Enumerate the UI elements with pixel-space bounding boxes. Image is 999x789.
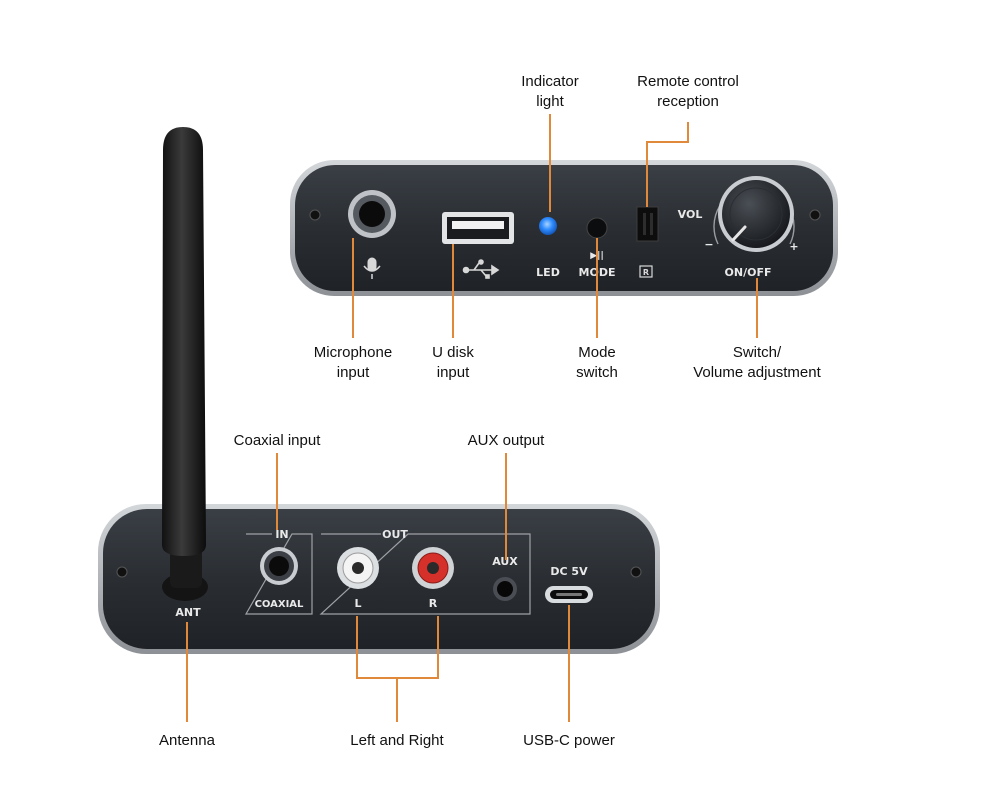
aux-label: AUX [492,555,518,568]
callout-antenna: Antenna [159,732,215,749]
callout-remote-control: Remote control reception [637,73,739,110]
dc-label: DC 5V [550,565,588,578]
l-label: L [354,597,361,610]
callout-mode-switch: Mode switch [576,344,618,381]
svg-text:R: R [643,268,649,277]
onoff-label: ON/OFF [725,266,772,279]
vol-plus: + [789,240,798,253]
callout-switch-volume: Switch/ Volume adjustment [693,344,821,381]
leader-lines [186,114,758,722]
coaxial-jack[interactable] [260,547,298,585]
microphone-jack[interactable] [348,190,396,238]
callout-aux-output: AUX output [467,432,545,449]
indicator-led [539,217,557,235]
coaxial-label: COAXIAL [255,599,304,610]
usb-c-port[interactable] [545,586,593,603]
front-panel: LED ▶|| MODE R VOL − + [290,160,838,296]
screw-icon [809,209,821,221]
in-label: IN [275,528,288,541]
usb-icon [462,259,500,279]
vol-label: VOL [678,208,703,221]
callout-microphone-input: Microphone input [313,344,393,381]
callout-indicator-light: Indicator light [521,73,579,110]
screw-icon [630,566,642,578]
usb-port[interactable] [442,212,514,244]
callout-usb-c-power: USB-C power [523,732,615,749]
callout-coaxial-input: Coaxial input [233,432,321,449]
aux-jack[interactable] [493,577,517,601]
antenna [162,127,208,601]
callout-left-right: Left and Right [350,732,444,749]
callout-u-disk-input: U disk input [432,344,474,381]
vol-minus: − [704,238,713,251]
screw-icon [116,566,128,578]
mode-button[interactable] [586,217,608,239]
rca-right-jack[interactable] [412,547,454,589]
microphone-icon [363,257,381,279]
ir-receiver [636,206,659,242]
volume-knob[interactable] [718,176,794,252]
screw-icon [309,209,321,221]
led-label: LED [536,266,560,279]
ant-label: ANT [175,606,201,619]
back-panel: IN COAXIAL OUT L R AUX [98,504,660,654]
rca-left-jack[interactable] [337,547,379,589]
infrared-icon: R [639,265,653,278]
out-label: OUT [382,528,408,541]
r-label: R [429,597,438,610]
